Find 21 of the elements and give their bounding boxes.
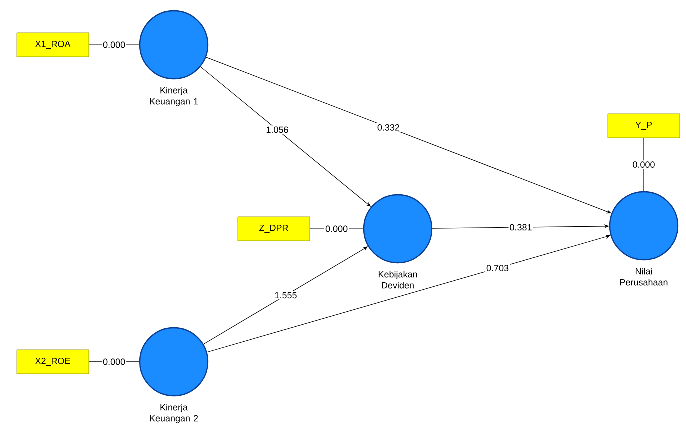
node-caption: Kinerja Keuangan 1 [150, 87, 198, 106]
node-caption: Kinerja Keuangan 2 [150, 404, 198, 424]
edge-label: 0.332 [378, 124, 400, 131]
indicator-box: X2_ROE [16, 350, 90, 374]
edge-label: 0.381 [510, 224, 532, 231]
latent-variable-circle [139, 10, 209, 80]
edge-label: 0.000 [103, 358, 126, 366]
node-caption: Kebijakan Deviden [378, 271, 418, 289]
edge-label: 0.000 [633, 162, 655, 168]
indicator-box: X1_ROA [16, 32, 90, 58]
edge-label: 1.555 [275, 292, 297, 299]
edge-label: 0.703 [486, 265, 509, 272]
indicator-box: Y_P [608, 114, 680, 138]
edge-label: 0.000 [326, 226, 348, 232]
latent-variable-circle [609, 191, 679, 261]
latent-variable-circle [363, 194, 433, 264]
edge-label: 1.056 [266, 126, 288, 134]
latent-variable-circle [139, 327, 209, 397]
edge-label: 0.000 [103, 42, 126, 48]
node-caption: Nilai Perusahaan [620, 268, 668, 286]
indicator-box: Z_DPR [238, 216, 310, 242]
